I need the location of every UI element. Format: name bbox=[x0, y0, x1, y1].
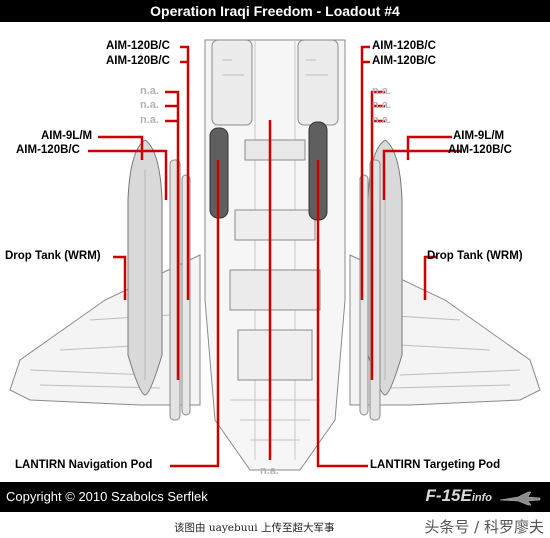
aircraft-diagram-area: AIM-120B/C AIM-120B/C n.a. n.a. n.a. AIM… bbox=[0, 22, 550, 482]
label-right-aim120-1: AIM-120B/C bbox=[372, 40, 436, 52]
label-left-na-1: n.a. bbox=[140, 85, 159, 97]
label-left-aim9: AIM-9L/M bbox=[41, 130, 93, 142]
label-navigation-pod: LANTIRN Navigation Pod bbox=[15, 459, 153, 471]
brand-logo: F-15Einfo bbox=[426, 486, 492, 506]
caption-bar: 该图由 uayebuui 上传至超大军事 头条号 / 科罗廖夫 bbox=[0, 512, 550, 538]
label-right-drop-tank: Drop Tank (WRM) bbox=[427, 250, 523, 262]
source-watermark: 头条号 / 科罗廖夫 bbox=[424, 518, 544, 536]
brand-suffix: info bbox=[471, 492, 492, 504]
label-left-aim120-wing: AIM-120B/C bbox=[16, 144, 80, 156]
upload-caption: 该图由 uayebuui 上传至超大军事 bbox=[174, 522, 335, 534]
label-left-na-3: n.a. bbox=[140, 114, 159, 126]
copyright-text: Copyright © 2010 Szabolcs Serflek bbox=[6, 489, 208, 504]
label-left-drop-tank: Drop Tank (WRM) bbox=[5, 250, 101, 262]
label-right-aim9: AIM-9L/M bbox=[453, 130, 505, 142]
label-right-aim120-2: AIM-120B/C bbox=[372, 55, 436, 67]
label-targeting-pod: LANTIRN Targeting Pod bbox=[370, 459, 501, 471]
label-left-aim120-2: AIM-120B/C bbox=[106, 55, 170, 67]
title-bar: Operation Iraqi Freedom - Loadout #4 bbox=[0, 0, 550, 22]
label-right-aim120-wing: AIM-120B/C bbox=[448, 144, 512, 156]
label-center-na: n.a. bbox=[260, 465, 279, 477]
label-right-na-1: n.a. bbox=[372, 85, 391, 97]
footer-bar: Copyright © 2010 Szabolcs Serflek F-15Ei… bbox=[0, 482, 550, 512]
label-right-na-2: n.a. bbox=[372, 99, 391, 111]
diagram-title: Operation Iraqi Freedom - Loadout #4 bbox=[150, 3, 400, 19]
f15-jet-icon bbox=[499, 491, 541, 506]
aircraft-drawing bbox=[9, 39, 541, 471]
label-left-na-2: n.a. bbox=[140, 99, 159, 111]
brand-main: F-15E bbox=[425, 486, 472, 505]
label-right-na-3: n.a. bbox=[372, 114, 391, 126]
label-left-aim120-1: AIM-120B/C bbox=[106, 40, 170, 52]
